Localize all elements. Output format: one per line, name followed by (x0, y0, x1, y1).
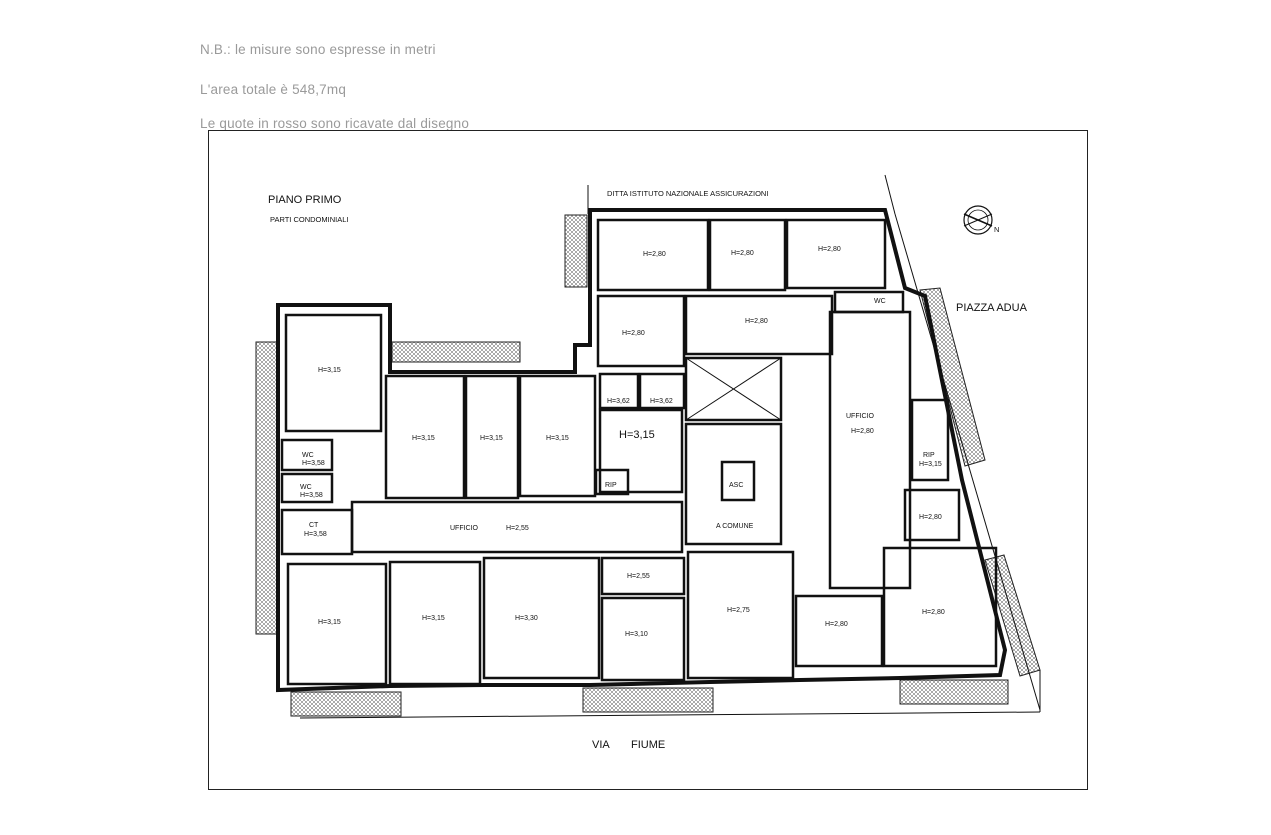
room-label: ASC (729, 482, 743, 489)
building-outline (276, 208, 1008, 693)
room-label: H=2,80 (643, 251, 666, 258)
north-arrow-icon (963, 205, 993, 235)
room-label: H=2,80 (851, 428, 874, 435)
room-label: H=2,55 (627, 573, 650, 580)
room-label: A COMUNE (716, 523, 754, 530)
room-label: H=3,62 (650, 398, 673, 405)
room-label: H=3,58 (302, 460, 325, 467)
room-label: WC (302, 452, 314, 459)
room-label: H=2,80 (818, 246, 841, 253)
room-label: H=2,80 (922, 609, 945, 616)
room-label: H=2,80 (622, 330, 645, 337)
room-label: CT (309, 522, 319, 529)
room-label: H=2,55 (506, 525, 529, 532)
room-label: H=3,15 (619, 429, 655, 441)
room-label: H=3,58 (300, 492, 323, 499)
plan-subtitle: PARTI CONDOMINIALI (270, 215, 348, 224)
room-label: H=3,15 (318, 367, 341, 374)
room-label: H=2,75 (727, 607, 750, 614)
room-label: H=3,58 (304, 531, 327, 538)
room-label: WC (874, 298, 886, 305)
room-label: H=2,80 (825, 621, 848, 628)
room-label: H=2,80 (745, 318, 768, 325)
north-label: N (994, 225, 999, 234)
room-label: UFFICIO (450, 525, 479, 532)
drawing-frame (208, 130, 1088, 790)
room-label: RIP (605, 482, 617, 489)
note-total-area: L'area totale è 548,7mq (200, 82, 347, 97)
room-label: H=3,15 (480, 435, 503, 442)
room-label: UFFICIO (846, 413, 875, 420)
neighbor-label: DITTA ISTITUTO NAZIONALE ASSICURAZIONI (607, 189, 768, 198)
square-label: PIAZZA ADUA (956, 302, 1028, 314)
street-label-fiume: FIUME (631, 739, 665, 751)
room-label: H=2,80 (731, 250, 754, 257)
room-label: H=2,80 (919, 514, 942, 521)
note-red-dimensions: Le quote in rosso sono ricavate dal dise… (200, 116, 470, 131)
interior-walls (280, 218, 998, 686)
room-label: H=3,15 (412, 435, 435, 442)
room-label: H=3,15 (318, 619, 341, 626)
room-label: WC (300, 484, 312, 491)
room-label: RIP (923, 452, 935, 459)
room-label: H=3,15 (546, 435, 569, 442)
street-label-via: VIA (592, 739, 610, 751)
room-label: H=3,10 (625, 631, 648, 638)
room-label: H=3,15 (919, 461, 942, 468)
room-label: H=3,62 (607, 398, 630, 405)
room-labels: H=2,80 H=2,80 H=2,80 WC H=2,80 H=2,80 H=… (300, 246, 945, 638)
note-measures: N.B.: le misure sono espresse in metri (200, 42, 436, 57)
room-label: H=3,30 (515, 615, 538, 622)
plan-title: PIANO PRIMO (268, 194, 342, 206)
room-label: H=3,15 (422, 615, 445, 622)
